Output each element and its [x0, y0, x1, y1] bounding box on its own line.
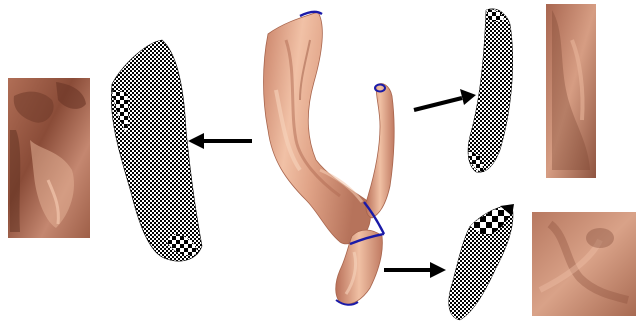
arrow-to-top-right	[414, 89, 476, 110]
texture-map-bottom-right	[532, 212, 636, 316]
texture-map-top-right	[546, 4, 596, 178]
checker-patch-top-right	[468, 9, 513, 173]
checker-patch-left	[111, 40, 202, 261]
arrow-to-left	[188, 133, 252, 149]
texture-map-left	[8, 78, 90, 238]
arrow-to-bottom-right	[384, 262, 446, 278]
branched-surface-mesh	[264, 12, 395, 305]
checker-patch-bottom-right	[449, 204, 514, 320]
